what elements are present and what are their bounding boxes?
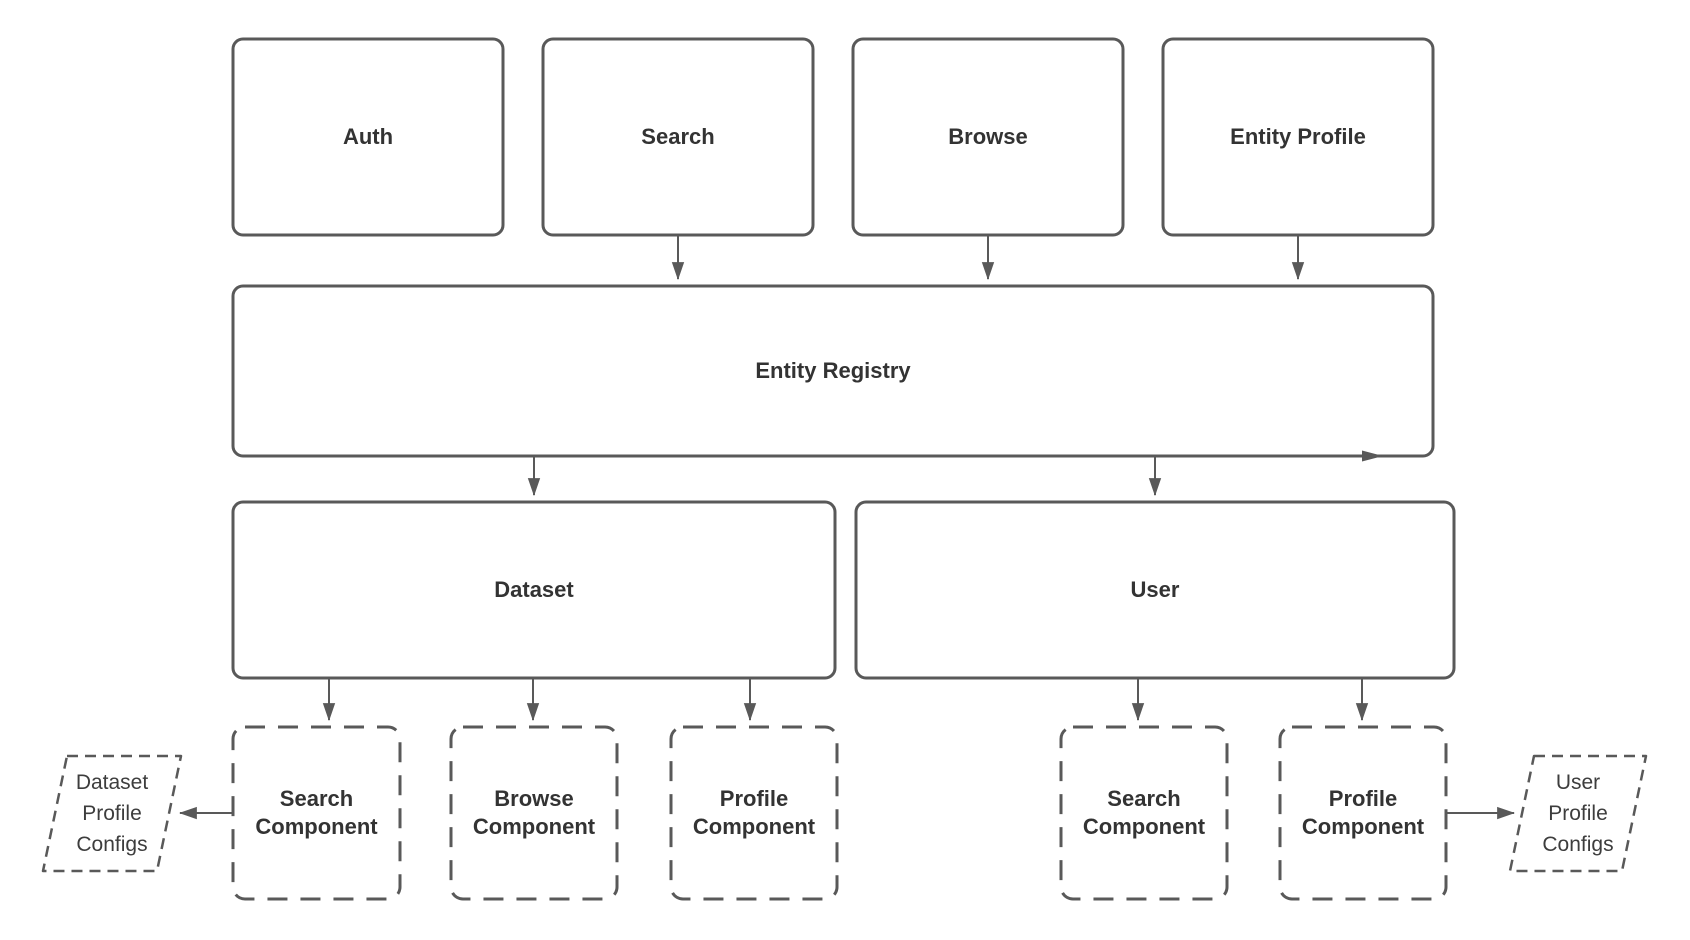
entity-registry-node-shape bbox=[231, 284, 1435, 458]
dataset-browse-component-shape bbox=[449, 725, 619, 901]
user-profile-configs-shape bbox=[1508, 754, 1648, 873]
search-node-shape bbox=[541, 37, 815, 237]
browse-node-shape bbox=[851, 37, 1125, 237]
user-profile-component-shape bbox=[1278, 725, 1448, 901]
registry-bottom-edge-arrowhead bbox=[1362, 450, 1383, 462]
entity-profile-node-shape bbox=[1161, 37, 1435, 237]
dataset-profile-configs-shape bbox=[41, 754, 183, 873]
user-node-shape bbox=[854, 500, 1456, 680]
auth-node-shape bbox=[231, 37, 505, 237]
dataset-profile-component-shape bbox=[669, 725, 839, 901]
dataset-search-component-shape bbox=[231, 725, 402, 901]
dataset-node-shape bbox=[231, 500, 837, 680]
user-search-component-shape bbox=[1059, 725, 1229, 901]
